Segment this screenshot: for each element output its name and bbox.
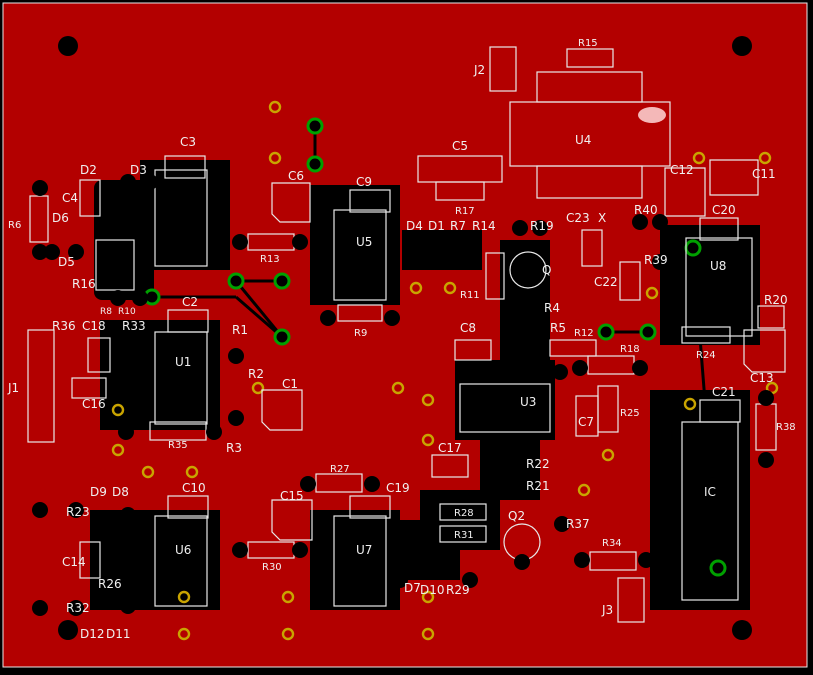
label-r11: R11	[460, 290, 480, 301]
label-d8: D8	[112, 485, 129, 499]
label-c21: C21	[712, 385, 736, 399]
label-u7: U7	[356, 543, 372, 557]
label-r22: R22	[526, 457, 550, 471]
label-r6: R6	[8, 220, 21, 231]
label-c5: C5	[452, 139, 468, 153]
label-r2: R2	[248, 367, 264, 381]
label-u3: U3	[520, 395, 536, 409]
label-c6: C6	[288, 169, 304, 183]
label-d3: D3	[130, 163, 147, 177]
label-c14: C14	[62, 555, 86, 569]
label-r20: R20	[764, 293, 788, 307]
label-c2: C2	[182, 295, 198, 309]
label-j3: J3	[601, 603, 613, 617]
label-c7: C7	[578, 415, 594, 429]
label-c23: C23	[566, 211, 590, 225]
label-d9: D9	[90, 485, 107, 499]
label-r14: R14	[472, 219, 496, 233]
vias	[111, 100, 779, 641]
label-r37: R37	[566, 517, 590, 531]
label-d6: D6	[52, 211, 69, 225]
label-r27: R27	[330, 464, 350, 475]
mounting-holes	[58, 36, 752, 640]
label-r7: R7	[450, 219, 466, 233]
label-r36: R36	[52, 319, 76, 333]
label-r31: R31	[454, 530, 474, 541]
label-r32: R32	[66, 601, 90, 615]
label-r38: R38	[776, 422, 796, 433]
component-labels: J2 R15 U4 C3 C5 C12 C11 D2 D3 C4 R6 D6 C…	[7, 38, 796, 641]
label-c15: C15	[280, 489, 304, 503]
label-d5: D5	[58, 255, 75, 269]
label-c4: C4	[62, 191, 78, 205]
label-r24: R24	[696, 350, 716, 361]
label-r35: R35	[168, 440, 188, 451]
label-q1: Q	[542, 263, 551, 277]
label-c10: C10	[182, 481, 206, 495]
label-r16: R16	[72, 277, 96, 291]
label-r25: R25	[620, 408, 640, 419]
label-r39: R39	[644, 253, 668, 267]
label-r5: R5	[550, 321, 566, 335]
label-r15: R15	[578, 38, 598, 49]
label-r29: R29	[446, 583, 470, 597]
label-j1: J1	[7, 381, 19, 395]
jumper-pads	[143, 117, 727, 577]
label-r3: R3	[226, 441, 242, 455]
label-d2: D2	[80, 163, 97, 177]
label-r1: R1	[232, 323, 248, 337]
label-r13: R13	[260, 254, 280, 265]
label-c22: C22	[594, 275, 618, 289]
label-c18: C18	[82, 319, 106, 333]
label-u8: U8	[710, 259, 726, 273]
label-c3: C3	[180, 135, 196, 149]
label-d10: D10	[420, 583, 445, 597]
label-c16: C16	[82, 397, 106, 411]
label-c9: C9	[356, 175, 372, 189]
label-r26: R26	[98, 577, 122, 591]
label-u5: U5	[356, 235, 372, 249]
label-c8: C8	[460, 321, 476, 335]
label-u4: U4	[575, 133, 591, 147]
label-d4: D4	[406, 219, 423, 233]
label-ic: IC	[704, 485, 716, 499]
label-r17: R17	[455, 206, 475, 217]
label-d12: D12	[80, 627, 105, 641]
label-r21: R21	[526, 479, 550, 493]
label-r4: R4	[544, 301, 560, 315]
label-q2: Q2	[508, 509, 525, 523]
label-r9: R9	[354, 328, 367, 339]
silkscreen	[27, 46, 786, 623]
label-r10: R10	[118, 307, 136, 317]
label-d7: D7	[404, 581, 421, 595]
label-c1: C1	[282, 377, 298, 391]
label-c17: C17	[438, 441, 462, 455]
label-r40: R40	[634, 203, 658, 217]
label-d11: D11	[106, 627, 131, 641]
label-d1: D1	[428, 219, 445, 233]
label-r8: R8	[100, 307, 112, 317]
label-c13: C13	[750, 371, 774, 385]
label-x: X	[598, 211, 606, 225]
label-u1: U1	[175, 355, 191, 369]
label-c20: C20	[712, 203, 736, 217]
label-r18: R18	[620, 344, 640, 355]
label-c19: C19	[386, 481, 410, 495]
label-c11: C11	[752, 167, 776, 181]
label-r19: R19	[530, 219, 554, 233]
label-r34: R34	[602, 538, 622, 549]
pads	[32, 174, 774, 616]
label-r12: R12	[574, 328, 594, 339]
label-j2: J2	[473, 63, 485, 77]
label-r23: R23	[66, 505, 90, 519]
label-u6: U6	[175, 543, 191, 557]
label-c12: C12	[670, 163, 694, 177]
label-r28: R28	[454, 508, 474, 519]
label-r33: R33	[122, 319, 146, 333]
label-r30: R30	[262, 562, 282, 573]
